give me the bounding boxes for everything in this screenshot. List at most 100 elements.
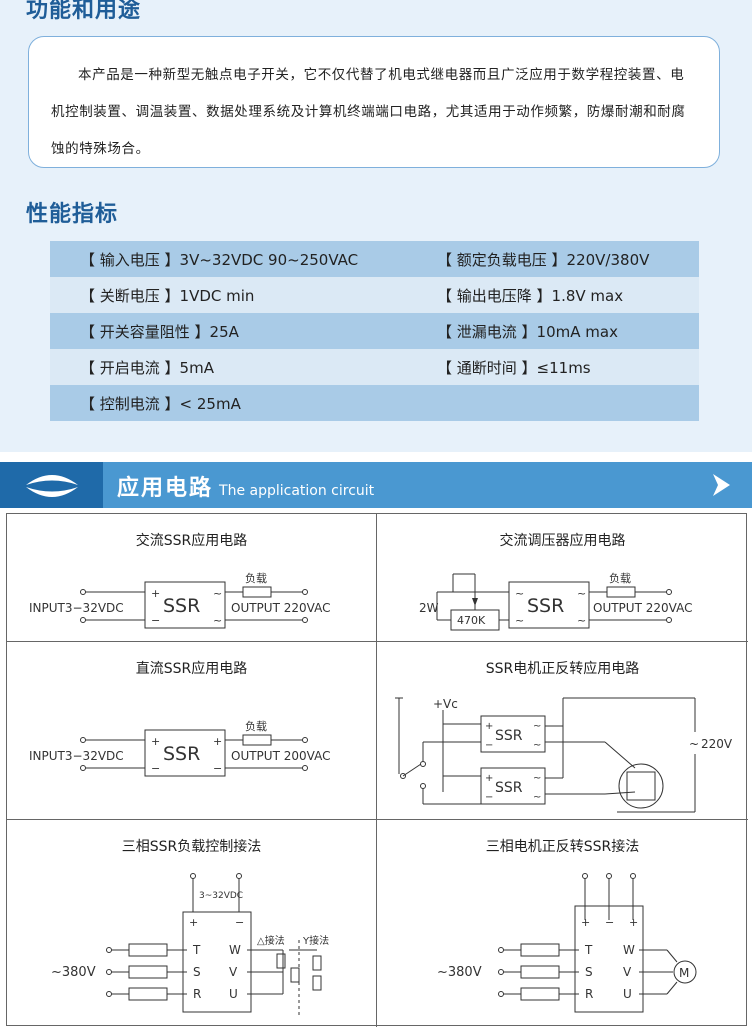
svg-text:−: − xyxy=(235,916,244,929)
control-voltage-label: 3~32VDC xyxy=(199,891,243,901)
spec-cell: 【 泄漏电流 】10mA max xyxy=(437,322,618,341)
terminal-s: S xyxy=(585,965,593,979)
spec-cell: 【 关断电压 】1VDC min xyxy=(80,286,255,305)
voltage-label: ~380V xyxy=(51,965,96,980)
terminal-t: T xyxy=(584,943,593,957)
svg-text:~: ~ xyxy=(515,614,524,627)
svg-text:+: + xyxy=(485,773,493,784)
spec-cell: 【 控制电流 】< 25mA xyxy=(80,394,241,413)
svg-text:+: + xyxy=(581,916,590,929)
terminal-v: V xyxy=(623,965,632,979)
circuit-title: 交流SSR应用电路 xyxy=(135,533,248,549)
terminal-u: U xyxy=(229,987,238,1001)
svg-text:~: ~ xyxy=(577,587,586,600)
banner-title-en: The application circuit xyxy=(219,483,375,499)
output-label: OUTPUT 200VAC xyxy=(231,749,330,763)
three-phase-load-diagram: 3~32VDC + − T S R W V U ~380V △接法 Y接法 xyxy=(51,873,329,1018)
spec-row: 【 开启电流 】5mA 【 通断时间 】≤11ms xyxy=(50,349,699,385)
svg-text:~: ~ xyxy=(533,773,541,784)
spec-row: 【 控制电流 】< 25mA xyxy=(50,385,699,421)
terminal-w: W xyxy=(229,943,241,957)
voltage-label: ~380V xyxy=(437,965,482,980)
terminal-v: V xyxy=(229,965,238,979)
circuit-motor-reverse: SSR电机正反转应用电路 xyxy=(377,642,748,820)
ac-regulator-diagram: ~ ~ ~ ~ SSR 负载 2W 470K OUTPUT 220VAC xyxy=(419,571,692,631)
resistor-label: 470K xyxy=(457,614,486,627)
terminal-u: U xyxy=(623,987,632,1001)
svg-text:+: + xyxy=(213,735,222,748)
dc-ssr-diagram: + − + − SSR 负载 INPUT3−32VDC OUTPUT 200VA… xyxy=(29,719,330,777)
circuit-title: 交流调压器应用电路 xyxy=(499,533,626,549)
svg-text:−: − xyxy=(605,916,614,929)
terminal-t: T xyxy=(192,943,201,957)
svg-text:~: ~ xyxy=(689,737,699,751)
spec-cell: 【 开启电流 】5mA xyxy=(80,358,214,377)
svg-text:~: ~ xyxy=(213,587,222,600)
svg-text:~: ~ xyxy=(213,614,222,627)
terminal-r: R xyxy=(585,987,593,1001)
svg-text:−: − xyxy=(213,762,222,775)
circuit-three-phase-motor: 三相电机正反转SSR接法 + − + T xyxy=(377,820,748,1027)
spec-cell: 【 开关容量阻性 】25A xyxy=(80,322,239,341)
output-label: OUTPUT 220VAC xyxy=(593,601,692,615)
svg-text:~: ~ xyxy=(533,792,541,803)
function-section-title: 功能和用途 xyxy=(26,0,142,23)
ssr-label: SSR xyxy=(163,743,200,765)
power-label: 2W xyxy=(419,601,439,615)
load-label: 负载 xyxy=(609,571,631,585)
ssr-label: SSR xyxy=(495,780,523,796)
circuit-dc-ssr: 直流SSR应用电路 + − + − SSR 负载 INPUT3−32VDC OU… xyxy=(7,642,377,820)
circuit-title: 三相SSR负载控制接法 xyxy=(121,839,262,855)
spec-cell: 【 输出电压降 】1.8V max xyxy=(437,286,624,305)
input-label: INPUT3−32VDC xyxy=(29,601,124,615)
wye-label: Y接法 xyxy=(302,934,329,947)
circuit-title: SSR电机正反转应用电路 xyxy=(485,661,640,677)
logo-block xyxy=(0,462,103,508)
circuit-title: 直流SSR应用电路 xyxy=(135,661,248,677)
svg-text:+: + xyxy=(629,916,638,929)
load-label: 负载 xyxy=(245,571,267,585)
svg-text:−: − xyxy=(151,762,160,775)
motor-reverse-diagram: +Vc + − ~ ~ + − ~ ~ SSR SSR ~ 220V xyxy=(395,697,733,813)
chevron-right-icon[interactable] xyxy=(708,472,736,498)
svg-text:+: + xyxy=(189,916,198,929)
circuit-ac-regulator: 交流调压器应用电路 ~ ~ ~ ~ SSR xyxy=(377,514,748,642)
ssr-label: SSR xyxy=(495,728,523,744)
svg-text:+: + xyxy=(151,587,160,600)
output-label: OUTPUT 220VAC xyxy=(231,601,330,615)
spec-row: 【 关断电压 】1VDC min 【 输出电压降 】1.8V max xyxy=(50,277,699,313)
terminal-r: R xyxy=(193,987,201,1001)
eye-logo-icon xyxy=(26,475,78,497)
svg-text:−: − xyxy=(485,740,493,751)
svg-text:~: ~ xyxy=(577,614,586,627)
ssr-label: SSR xyxy=(527,595,564,617)
circuit-ac-ssr: 交流SSR应用电路 + − ~ ~ SSR 负载 INPUT3−32VDC OU… xyxy=(7,514,377,642)
circuit-grid: 交流SSR应用电路 + − ~ ~ SSR 负载 INPUT3−32VDC OU… xyxy=(6,513,748,1027)
svg-text:~: ~ xyxy=(515,587,524,600)
description-text: 本产品是一种新型无触点电子开关，它不仅代替了机电式继电器而且广泛应用于数学程控装… xyxy=(51,67,686,157)
spec-row: 【 输入电压 】3V~32VDC 90~250VAC 【 额定负载电压 】220… xyxy=(50,241,699,277)
three-phase-motor-diagram: + − + T S R W V U M ~380V xyxy=(437,873,697,1013)
load-label: 负载 xyxy=(245,719,267,733)
svg-text:−: − xyxy=(151,614,160,627)
spec-cell: 【 输入电压 】3V~32VDC 90~250VAC xyxy=(80,250,359,269)
svg-text:+: + xyxy=(485,721,493,732)
spec-section-title: 性能指标 xyxy=(26,202,119,227)
terminal-s: S xyxy=(193,965,201,979)
circuit-title: 三相电机正反转SSR接法 xyxy=(485,839,640,855)
svg-text:−: − xyxy=(485,792,493,803)
spec-table: 【 输入电压 】3V~32VDC 90~250VAC 【 额定负载电压 】220… xyxy=(50,241,699,421)
ac-ssr-diagram: + − ~ ~ SSR 负载 INPUT3−32VDC OUTPUT 220VA… xyxy=(29,571,330,629)
svg-text:~: ~ xyxy=(533,721,541,732)
voltage-label: 220V xyxy=(701,737,733,751)
vc-label: +Vc xyxy=(433,697,458,711)
motor-label: M xyxy=(679,966,689,980)
description-box: 本产品是一种新型无触点电子开关，它不仅代替了机电式继电器而且广泛应用于数学程控装… xyxy=(28,36,720,168)
svg-text:+: + xyxy=(151,735,160,748)
delta-label: △接法 xyxy=(257,934,285,947)
spec-row: 【 开关容量阻性 】25A 【 泄漏电流 】10mA max xyxy=(50,313,699,349)
circuit-three-phase-load: 三相SSR负载控制接法 3 xyxy=(7,820,377,1027)
terminal-w: W xyxy=(623,943,635,957)
